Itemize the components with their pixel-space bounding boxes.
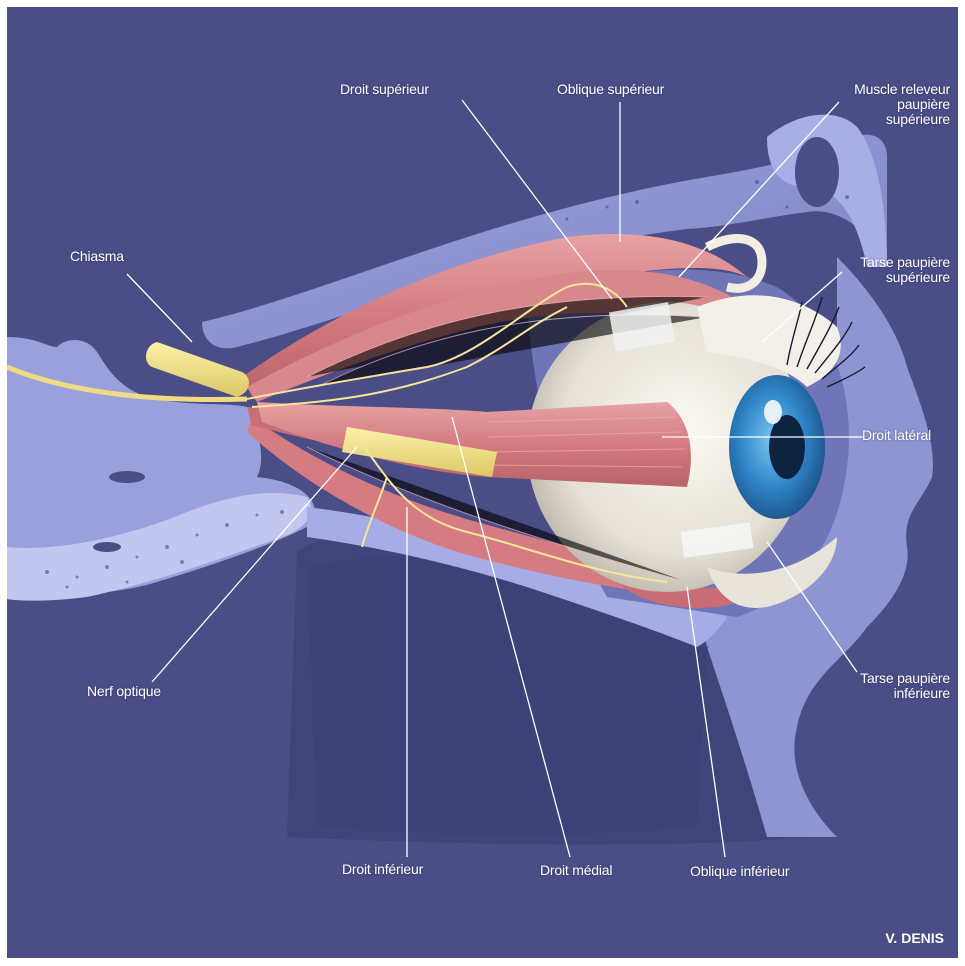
label-oblique-inferieur: Oblique inférieur	[690, 864, 789, 879]
pupil	[769, 415, 805, 479]
bone-foramen	[93, 542, 121, 552]
label-muscle-releveur: Muscle releveur paupière supérieure	[825, 82, 950, 127]
leader-chiasma	[127, 274, 192, 342]
label-chiasma: Chiasma	[70, 249, 124, 264]
label-nerf-optique: Nerf optique	[87, 684, 161, 699]
label-tarse-superieure: Tarse paupière supérieure	[825, 255, 950, 285]
label-oblique-superieur: Oblique supérieur	[557, 82, 664, 97]
cornea-highlight	[764, 400, 782, 424]
chiasma	[146, 342, 249, 397]
frontal-sinus-cavity	[795, 137, 839, 207]
label-tarse-superieure-line1: Tarse paupière	[825, 255, 950, 270]
label-muscle-releveur-line3: supérieure	[825, 112, 950, 127]
bone-foramen	[109, 471, 145, 483]
label-droit-inferieur: Droit inférieur	[342, 862, 423, 877]
label-tarse-superieure-line2: supérieure	[825, 270, 950, 285]
label-muscle-releveur-line2: paupière	[825, 97, 950, 112]
label-droit-superieur: Droit supérieur	[340, 82, 429, 97]
label-droit-lateral: Droit latéral	[862, 428, 931, 443]
illustration-frame: Droit supérieur Oblique supérieur Muscle…	[7, 7, 958, 958]
eye-orbit-illustration	[7, 7, 958, 958]
label-tarse-inferieure-line2: inférieure	[825, 686, 950, 701]
label-muscle-releveur-line1: Muscle releveur	[825, 82, 950, 97]
author-credit: V. DENIS	[885, 930, 944, 946]
label-tarse-inferieure: Tarse paupière inférieure	[825, 671, 950, 701]
label-tarse-inferieure-line1: Tarse paupière	[825, 671, 950, 686]
label-droit-medial: Droit médial	[540, 863, 612, 878]
